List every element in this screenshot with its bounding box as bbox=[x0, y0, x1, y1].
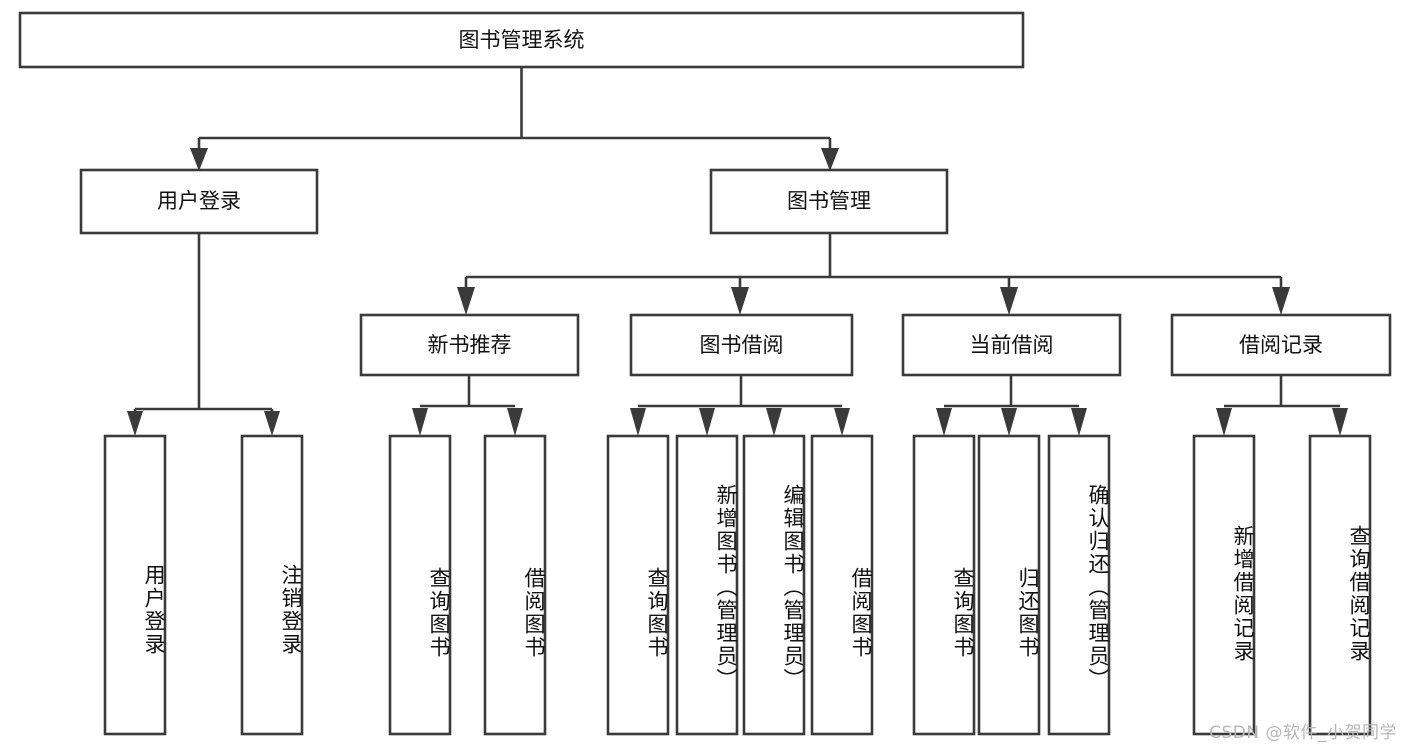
watermark-text: CSDN @软件_小贺同学 bbox=[1209, 723, 1397, 743]
arrow-borrow-record bbox=[1272, 287, 1290, 315]
arrow-book-manage bbox=[821, 148, 839, 171]
leaf-box-nb-query[interactable] bbox=[388, 434, 452, 736]
connector-group-borrow-record bbox=[1216, 375, 1348, 436]
leaf-box-user-login[interactable] bbox=[103, 434, 167, 736]
node-current-borrow-label: 当前借阅 bbox=[970, 333, 1054, 357]
node-new-book-label: 新书推荐 bbox=[428, 333, 512, 357]
node-new-book-box[interactable] bbox=[359, 313, 580, 377]
leaf-box-bb-edit[interactable] bbox=[742, 434, 806, 736]
arrow-leaf-cb1 bbox=[936, 408, 952, 436]
connector-group-book-borrow bbox=[630, 375, 850, 436]
node-book-manage-box[interactable] bbox=[709, 168, 949, 235]
connector-group-current-borrow bbox=[936, 375, 1087, 436]
node-book-borrow-box[interactable] bbox=[629, 313, 854, 377]
leaf-box-cb-return[interactable] bbox=[977, 434, 1041, 736]
arrow-new-book bbox=[457, 287, 475, 315]
node-borrow-record-label: 借阅记录 bbox=[1239, 333, 1323, 357]
leaf-box-nb-borrow[interactable] bbox=[483, 434, 547, 736]
node-book-manage-label: 图书管理 bbox=[787, 189, 871, 213]
node-user-login-box[interactable] bbox=[79, 168, 319, 235]
arrow-user-login bbox=[190, 148, 208, 171]
arrow-leaf-bb1 bbox=[630, 408, 646, 436]
leaf-box-br-query[interactable] bbox=[1308, 434, 1372, 736]
leaf-box-bb-query[interactable] bbox=[606, 434, 670, 736]
connector-group-book-manage bbox=[457, 233, 1290, 315]
arrow-leaf-bb2 bbox=[699, 408, 715, 436]
arrow-book-borrow bbox=[731, 287, 749, 315]
connector-group-new-book bbox=[412, 375, 523, 436]
arrow-leaf-br2 bbox=[1332, 408, 1348, 436]
leaf-box-logout[interactable] bbox=[240, 434, 304, 736]
arrow-leaf-cb3 bbox=[1071, 408, 1087, 436]
connector-group-user-login bbox=[127, 233, 280, 436]
leaf-box-cb-confirm[interactable] bbox=[1047, 434, 1111, 736]
node-borrow-record-box[interactable] bbox=[1170, 313, 1392, 377]
node-root-label: 图书管理系统 bbox=[459, 28, 585, 52]
node-book-borrow-label: 图书借阅 bbox=[700, 333, 784, 357]
arrow-leaf-bb3 bbox=[766, 408, 782, 436]
node-user-login-label: 用户登录 bbox=[157, 189, 241, 213]
leaf-box-bb-borrow[interactable] bbox=[810, 434, 874, 736]
node-current-borrow-box[interactable] bbox=[901, 313, 1122, 377]
arrow-current-borrow bbox=[1000, 287, 1018, 315]
arrow-leaf-br1 bbox=[1216, 408, 1232, 436]
arrow-leaf-logout bbox=[264, 411, 280, 436]
connector-group-root bbox=[190, 67, 839, 171]
leaf-box-bb-add[interactable] bbox=[675, 434, 739, 736]
arrow-leaf-cb2 bbox=[1001, 408, 1017, 436]
arrow-leaf-bb4 bbox=[834, 408, 850, 436]
leaf-box-br-add[interactable] bbox=[1192, 434, 1256, 736]
node-root-box[interactable] bbox=[18, 11, 1025, 69]
arrow-leaf-nb1 bbox=[412, 408, 428, 436]
arrow-leaf-nb2 bbox=[507, 408, 523, 436]
leaf-box-cb-query[interactable] bbox=[912, 434, 976, 736]
arrow-leaf-user-login bbox=[127, 411, 143, 436]
